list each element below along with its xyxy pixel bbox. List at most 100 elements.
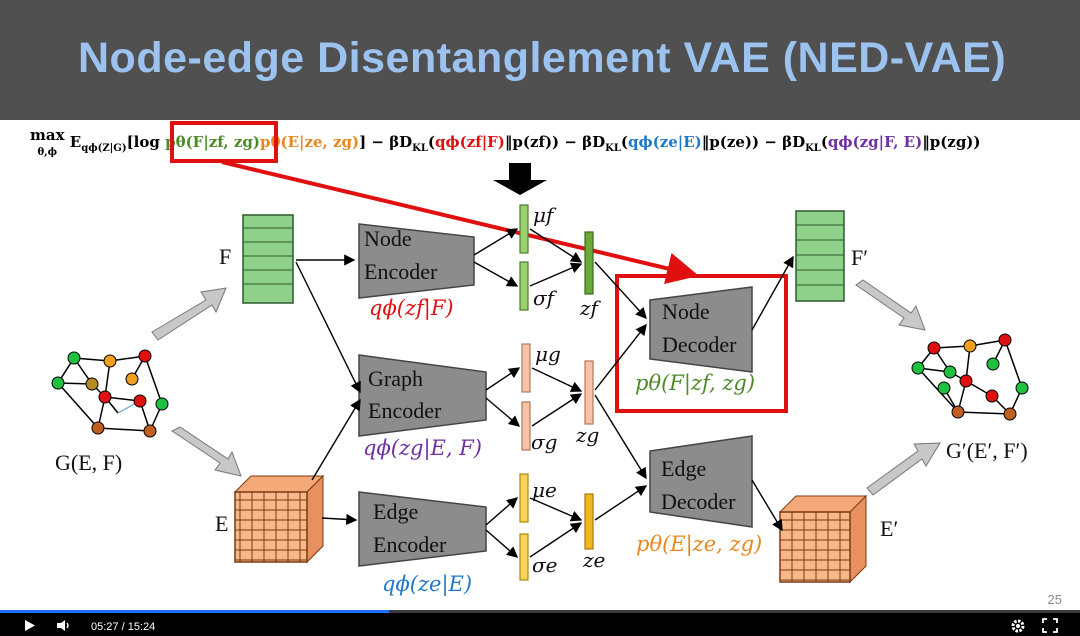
node-decoder-line2: Decoder	[662, 332, 737, 357]
formula-log: [log	[126, 133, 166, 151]
edge-tensor-E	[233, 474, 325, 564]
mu-g-bar	[521, 343, 531, 393]
slide-number: 25	[1047, 592, 1062, 607]
label-E: E	[215, 511, 229, 536]
label-mu-f: μf	[533, 203, 554, 227]
formula-kl3-p: ‖p(zg))	[922, 133, 981, 151]
formula-kl1-q: qϕ(zf|F)	[435, 133, 505, 151]
formula-kl-sub: KL	[412, 143, 428, 154]
settings-icon[interactable]	[1010, 618, 1026, 636]
player-controls: 05:27 / 15:24	[0, 610, 1080, 635]
node-decoder-highlight	[615, 274, 788, 413]
z-e-bar	[584, 493, 594, 550]
label-z-g: zg	[576, 423, 600, 447]
formula-kl-sub-3: KL	[805, 143, 821, 154]
arrow-z-f-to-node-decoder	[594, 261, 647, 320]
label-E-prime: E′	[880, 516, 899, 541]
sigma-e-bar	[519, 533, 529, 581]
objective-formula: max θ,ϕ Eqϕ(Z|G)[log pθ(F|zf, zg)pθ(E|ze…	[30, 126, 981, 158]
arrow-edge-decoder-to-E-prime	[751, 479, 783, 532]
formula-highlight-box	[170, 121, 278, 163]
node-decoder	[649, 286, 753, 373]
formula-max: max	[30, 126, 65, 144]
label-F-prime: F′	[851, 245, 869, 270]
node-encoder-line1: Node	[364, 226, 412, 251]
arrow-sigma-e-to-z-e	[529, 522, 583, 558]
label-F: F	[219, 244, 232, 269]
title-bar: Node-edge Disentanglement VAE (NED-VAE)	[0, 0, 1080, 120]
formula-kl3-q: qϕ(zg|F, E)	[827, 133, 923, 151]
arrow-mu-e-to-z-e	[529, 497, 583, 522]
arrow-mu-f-to-z-f	[529, 228, 583, 263]
slide-title: Node-edge Disentanglement VAE (NED-VAE)	[78, 34, 1007, 82]
progress-fill	[0, 610, 389, 613]
arrow-to-sigma-f	[473, 261, 519, 287]
label-sigma-g: σg	[531, 430, 558, 454]
arrow-F-to-graph-encoder	[295, 261, 361, 394]
progress-bar[interactable]	[0, 610, 1080, 613]
sigma-g-bar	[521, 401, 531, 451]
formula-kl2-p: ‖p(ze)) − βD	[701, 133, 806, 151]
label-sigma-e: σe	[532, 553, 558, 577]
formula-kl1-p: ‖p(zf)) − βD	[504, 133, 606, 151]
edge-decoder-line2: Decoder	[661, 489, 736, 514]
fullscreen-icon[interactable]	[1042, 618, 1058, 635]
slide: Node-edge Disentanglement VAE (NED-VAE) …	[0, 0, 1080, 610]
output-graph	[911, 333, 1029, 421]
arrow-to-mu-e	[485, 497, 519, 526]
feature-matrix-F	[242, 214, 294, 304]
edge-decoder-dist: pθ(E|ze, zg)	[636, 532, 763, 556]
arrow-mu-g-to-z-g	[531, 367, 583, 392]
node-decoder-dist: pθ(F|zf, zg)	[635, 371, 756, 395]
input-graph	[51, 349, 169, 438]
edge-decoder	[649, 435, 753, 528]
arrow-z-g-to-edge-decoder	[594, 394, 647, 480]
node-encoder	[358, 223, 475, 299]
play-icon[interactable]	[24, 619, 36, 634]
graph-encoder-line2: Encoder	[368, 398, 442, 423]
edge-encoder-dist: qϕ(ze|E)	[382, 572, 473, 596]
gray-arrow-from-E-prime	[866, 442, 941, 496]
arrow-z-e-to-edge-decoder	[594, 485, 648, 521]
mu-f-bar	[519, 204, 529, 254]
edge-tensor-E-prime	[778, 494, 868, 584]
arrow-sigma-f-to-z-f	[529, 262, 583, 287]
arrow-to-sigma-e	[485, 529, 519, 558]
graph-encoder-dist: qϕ(zg|E, F)	[363, 436, 482, 460]
label-sigma-f: σf	[533, 286, 555, 310]
node-encoder-line2: Encoder	[364, 259, 438, 284]
down-arrow-icon	[493, 163, 547, 195]
arrow-to-sigma-g	[485, 397, 521, 427]
gray-arrow-to-E	[171, 426, 242, 477]
graph-encoder-line1: Graph	[368, 366, 423, 391]
formula-kl2-q: qϕ(ze|E)	[627, 133, 702, 151]
formula-p-edge: pθ(E|ze, zg)	[259, 133, 360, 151]
sigma-f-bar	[519, 261, 529, 311]
formula-E-sub: qϕ(Z|G)	[81, 143, 127, 154]
edge-encoder-line1: Edge	[373, 499, 419, 524]
gray-arrow-to-F	[151, 287, 227, 341]
formula-E: E	[69, 133, 82, 151]
z-g-bar	[584, 360, 594, 425]
volume-icon[interactable]	[56, 619, 72, 634]
label-z-e: ze	[583, 548, 606, 572]
label-z-f: zf	[580, 296, 598, 320]
highlight-arrow	[221, 160, 699, 285]
formula-max-sub: θ,ϕ	[37, 147, 58, 158]
arrow-to-mu-f	[473, 228, 519, 256]
edge-decoder-line1: Edge	[661, 456, 707, 481]
formula-p-node: pθ(F|zf, zg)	[165, 133, 260, 151]
label-mu-g: μg	[535, 342, 561, 366]
diagram-canvas	[51, 121, 1029, 584]
label-G-prime: G′(E′, F′)	[946, 438, 1028, 463]
formula-kl1-pre: ] − βD	[359, 133, 413, 151]
formula-kl-sub-2: KL	[605, 143, 621, 154]
mu-e-bar	[519, 473, 529, 523]
z-f-bar	[584, 231, 594, 295]
edge-encoder	[358, 491, 487, 567]
node-decoder-line1: Node	[662, 299, 710, 324]
feature-matrix-F-prime	[795, 210, 845, 302]
arrow-sigma-g-to-z-g	[531, 393, 583, 427]
arrow-E-to-graph-encoder	[311, 398, 361, 481]
arrow-z-g-to-node-decoder	[594, 323, 647, 391]
